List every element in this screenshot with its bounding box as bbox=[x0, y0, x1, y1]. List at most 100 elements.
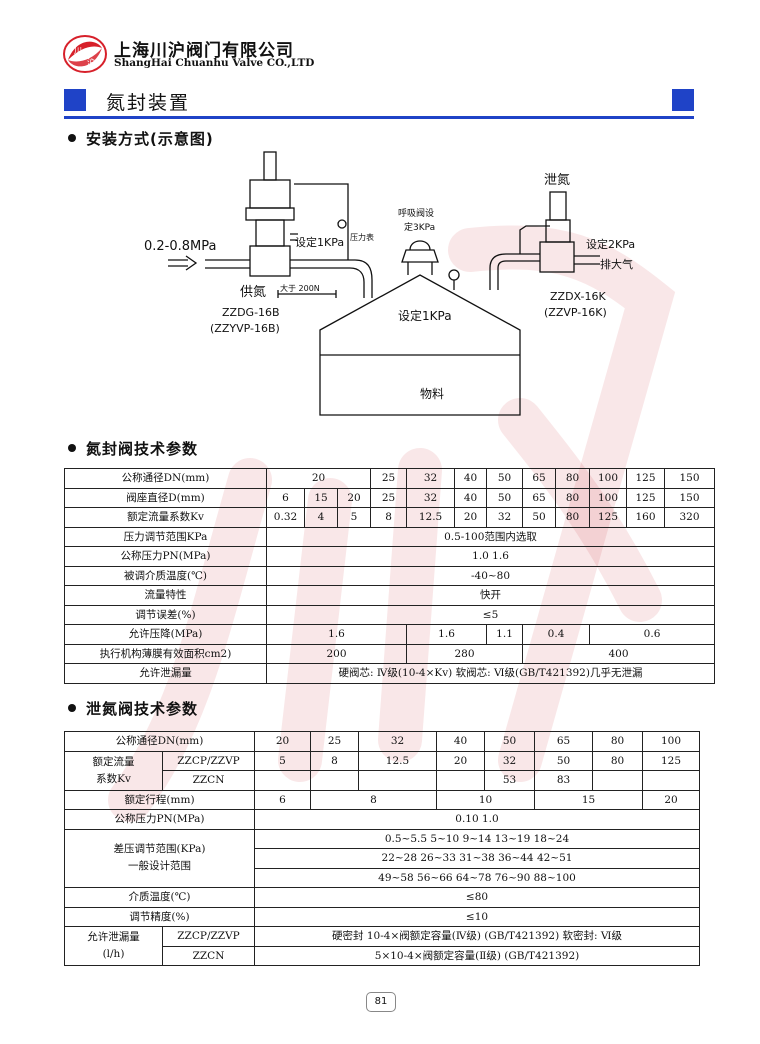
bullet-icon bbox=[68, 703, 76, 712]
vent-spec-cell: 5×10-4×阀额定容量(Ⅱ级) (GB/T421392) bbox=[254, 945, 700, 966]
nitrogen-spec-cell: 50 bbox=[486, 487, 524, 508]
vent-spec-cell: 15 bbox=[534, 789, 643, 810]
nitrogen-spec-row: 被调介质温度(℃)-40~80 bbox=[64, 565, 716, 586]
nitrogen-spec-cell: 65 bbox=[522, 487, 557, 508]
supply-pressure-label: 0.2-0.8MPa bbox=[144, 239, 216, 254]
nitrogen-spec-cell: 100 bbox=[589, 468, 628, 489]
vent-spec-cell: 22~28 26~33 31~38 36~44 42~51 bbox=[254, 848, 700, 869]
nitrogen-spec-cell: 硬阀芯: Ⅳ级(10-4×Kv) 软阀芯: Ⅵ级(GB/T421392)几乎无泄… bbox=[265, 663, 716, 684]
vent-spec-cell: 32 bbox=[358, 731, 437, 752]
vent-spec-cell: 53 bbox=[484, 770, 535, 791]
vent-spec-cell-line: 差压调节范围(KPa) bbox=[113, 843, 206, 856]
left-model: ZZDG-16B bbox=[222, 306, 280, 319]
nitrogen-spec-cell: 调节误差(%) bbox=[64, 604, 267, 625]
nitrogen-spec-cell: 5 bbox=[336, 507, 372, 528]
vent-spec-cell: 20 bbox=[254, 731, 311, 752]
company-name-en: ShangHai Chuanhu Valve CO.,LTD bbox=[114, 57, 315, 69]
nitrogen-spec-cell: 100 bbox=[589, 487, 628, 508]
pressure-gauge-label: 压力表 bbox=[350, 232, 374, 242]
vent-spec-cell: 50 bbox=[534, 750, 593, 771]
title-square-left-icon bbox=[64, 89, 86, 111]
left-valve-body bbox=[249, 245, 291, 277]
vent-spec-cell: 125 bbox=[642, 750, 700, 771]
vent-spec-cell-line: 允许泄漏量 bbox=[87, 931, 140, 943]
vent-spec-cell: 20 bbox=[436, 750, 485, 771]
nitrogen-spec-cell: 被调介质温度(℃) bbox=[64, 565, 267, 586]
vent-spec-cell: ≤80 bbox=[254, 887, 700, 908]
vent-spec-cell: 5 bbox=[254, 750, 311, 771]
vent-spec-cell bbox=[642, 770, 700, 791]
nitrogen-spec-cell: 40 bbox=[454, 487, 488, 508]
nitrogen-spec-cell: 1.6 bbox=[265, 624, 408, 645]
vent-spec-cell bbox=[358, 770, 437, 791]
bullet-icon bbox=[68, 133, 76, 142]
vent-spec-cell: 80 bbox=[592, 731, 643, 752]
left-signal-line bbox=[294, 183, 349, 260]
nitrogen-spec-cell: 125 bbox=[589, 507, 628, 528]
nitrogen-spec-cell: 8 bbox=[370, 507, 408, 528]
nitrogen-spec-cell: 160 bbox=[626, 507, 666, 528]
nitrogen-spec-cell: 执行机构薄膜有效面积cm2) bbox=[64, 643, 267, 664]
vent-spec-cell: 6 bbox=[254, 789, 311, 810]
section-nitrogen-valve: 氮封阀技术参数 bbox=[68, 438, 198, 459]
vent-spec-cell: 调节精度(%) bbox=[64, 906, 255, 927]
nitrogen-spec-cell: 80 bbox=[555, 507, 591, 528]
nitrogen-spec-row: 允许泄漏量硬阀芯: Ⅳ级(10-4×Kv) 软阀芯: Ⅵ级(GB/T421392… bbox=[64, 663, 716, 684]
exhaust-label: 排大气 bbox=[600, 257, 633, 271]
vent-spec-cell: 83 bbox=[534, 770, 593, 791]
nitrogen-spec-cell: 12.5 bbox=[406, 507, 456, 528]
nitrogen-spec-cell: 200 bbox=[265, 643, 408, 664]
nitrogen-spec-cell: 额定流量系数Kv bbox=[64, 507, 267, 528]
vent-spec-cell: 介质温度(℃) bbox=[64, 887, 255, 908]
nitrogen-spec-cell: 6 bbox=[266, 487, 305, 508]
nitrogen-spec-cell: 压力调节范围KPa bbox=[64, 526, 267, 547]
nitrogen-spec-cell: 0.32 bbox=[266, 507, 305, 528]
right-model-alt: (ZZVP-16K) bbox=[544, 306, 607, 319]
vent-spec-cell: 允许泄漏量 (l/h) bbox=[64, 926, 163, 966]
vent-spec-cell: ≤10 bbox=[254, 906, 700, 927]
section-vent-valve-label: 泄氮阀技术参数 bbox=[86, 700, 199, 718]
vent-spec-cell: 额定流量系数Kv bbox=[64, 750, 163, 791]
nitrogen-spec-cell: 80 bbox=[555, 468, 591, 489]
vent-spec-cell: 12.5 bbox=[358, 750, 437, 771]
nitrogen-spec-cell: 公称通径DN(mm) bbox=[64, 468, 267, 489]
nitrogen-spec-cell: 4 bbox=[304, 507, 338, 528]
vent-spec-cell: 公称通径DN(mm) bbox=[64, 731, 255, 752]
vent-spec-cell-line: (l/h) bbox=[102, 948, 125, 960]
tank-setting-label: 设定1KPa bbox=[398, 308, 452, 323]
nitrogen-spec-cell: 32 bbox=[406, 468, 456, 489]
supply-label: 供氮 bbox=[240, 285, 266, 300]
nitrogen-spec-cell: 32 bbox=[486, 507, 524, 528]
right-model: ZZDX-16K bbox=[550, 290, 606, 303]
nitrogen-spec-cell: 150 bbox=[664, 487, 716, 508]
nitrogen-spec-cell: 15 bbox=[304, 487, 338, 508]
nitrogen-spec-cell: 流量特性 bbox=[64, 585, 267, 606]
nitrogen-spec-cell: 快开 bbox=[265, 585, 716, 606]
vent-spec-cell: 49~58 56~66 64~78 76~90 88~100 bbox=[254, 867, 700, 888]
section-vent-valve: 泄氮阀技术参数 bbox=[68, 698, 198, 719]
section-nitrogen-valve-label: 氮封阀技术参数 bbox=[86, 440, 199, 458]
section-install-label: 安装方式(示意图) bbox=[86, 130, 214, 148]
vent-spec-cell-line: 额定流量 bbox=[92, 755, 135, 768]
page-title: 氮封装置 bbox=[106, 92, 191, 114]
vent-spec-cell bbox=[310, 770, 359, 791]
vent-spec-cell: ZZCN bbox=[162, 945, 255, 966]
left-valve-actuator bbox=[255, 219, 285, 247]
vent-spec-cell: 20 bbox=[642, 789, 700, 810]
vent-spec-cell: ZZCP/ZZVP bbox=[162, 926, 255, 947]
vent-spec-cell: 额定行程(mm) bbox=[64, 789, 255, 810]
nitrogen-spec-cell: 50 bbox=[522, 507, 557, 528]
vent-spec-row: 公称压力PN(MPa)0.10 1.0 bbox=[64, 809, 700, 830]
nitrogen-spec-cell: 20 bbox=[336, 487, 372, 508]
logo-char-2: 沪 bbox=[87, 57, 95, 67]
vent-spec-cell: 10 bbox=[436, 789, 535, 810]
vent-spec-row: 调节精度(%)≤10 bbox=[64, 906, 700, 927]
tank-material-label: 物料 bbox=[420, 387, 444, 401]
